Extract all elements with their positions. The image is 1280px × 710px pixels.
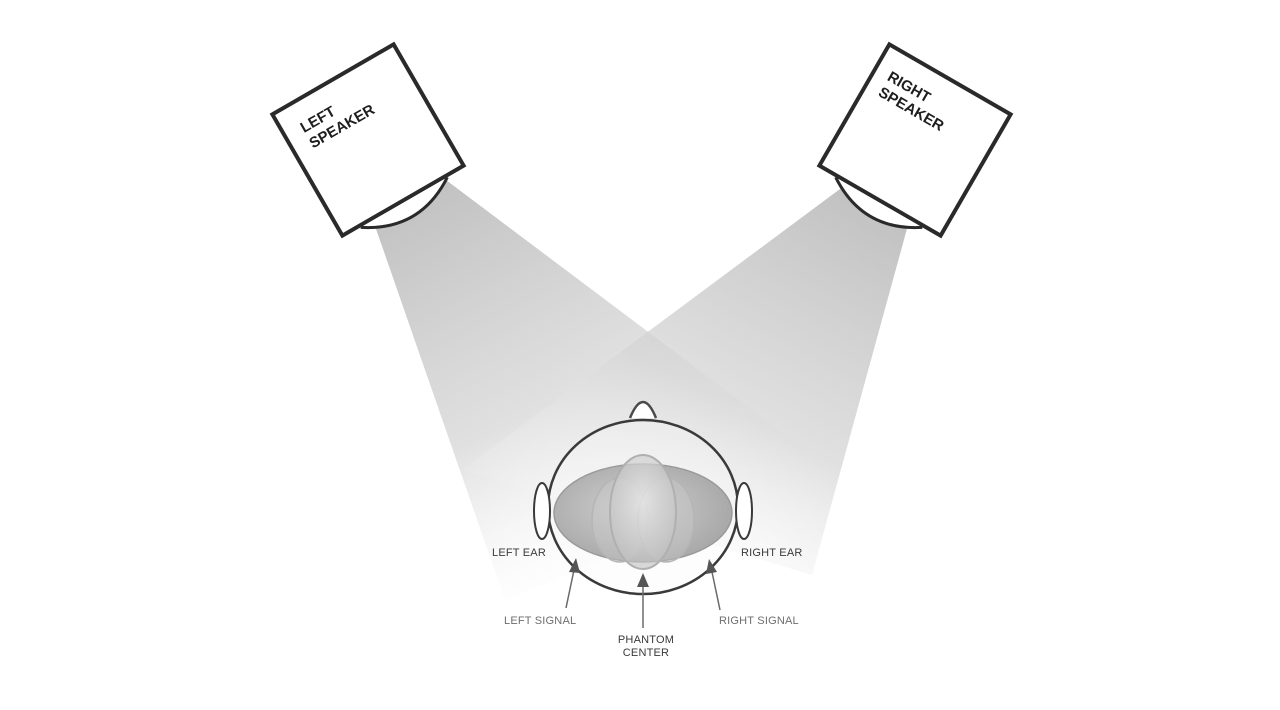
left-signal-arrow-line [565,569,575,609]
right-speaker-box [816,41,1014,239]
diagram-labels: LEFT EAR RIGHT EAR LEFT SIGNAL RIGHT SIG… [492,547,803,659]
phantom-center-ellipse [609,454,677,570]
listener-head [533,400,753,596]
left-signal-arrowhead [569,558,580,573]
right-ear-label: RIGHT EAR [741,547,803,559]
phantom-center-label-line2: CENTER [623,647,669,659]
right-speaker: RIGHT SPEAKER [816,41,1014,239]
right-speaker-cone [834,176,923,230]
nose [628,400,658,419]
pointer-arrows [565,558,721,628]
right-speaker-beam [462,186,908,575]
right-ear-shape [735,482,753,540]
left-ear-label: LEFT EAR [492,547,546,559]
phantom-center-arrowhead [637,573,649,587]
left-signal-label: LEFT SIGNAL [504,615,576,627]
left-ear-shape [533,482,551,540]
left-speaker: LEFT SPEAKER [269,41,467,239]
right-signal-arrowhead [706,559,717,574]
left-speaker-box [269,41,467,239]
left-speaker-cone [360,176,449,230]
right-signal-arrow-line [711,571,721,611]
right-signal-label: RIGHT SIGNAL [719,615,799,627]
phantom-center-label-line1: PHANTOM [618,634,674,646]
